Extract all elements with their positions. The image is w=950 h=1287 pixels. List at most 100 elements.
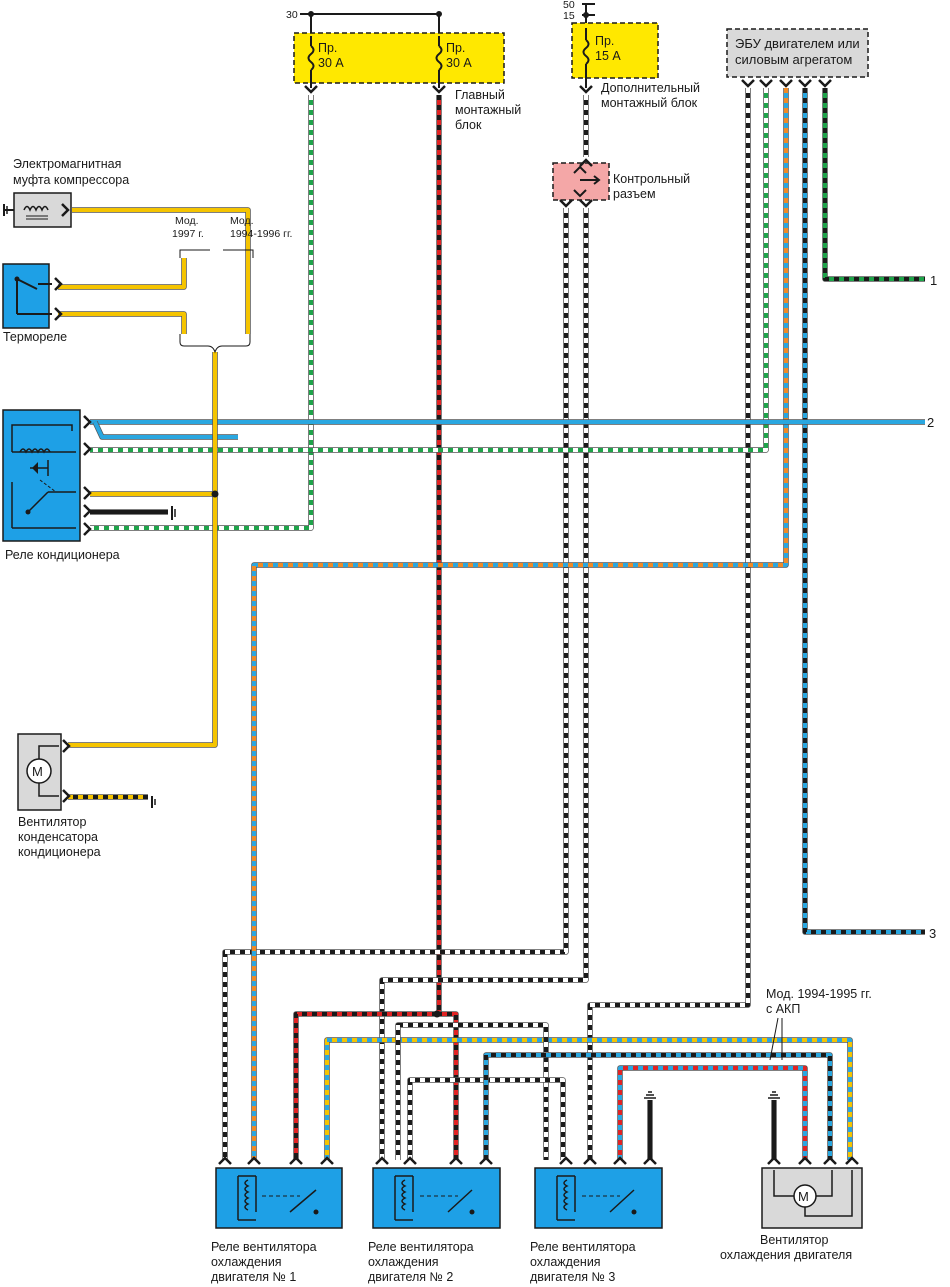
- mod-brace-bottom: [179, 334, 251, 354]
- aux-block-label-2: монтажный блок: [601, 96, 698, 110]
- control-connector-label-1: Контрольный: [613, 172, 690, 186]
- relay1-pin-1: [247, 1156, 261, 1165]
- mod-9496-label-1: Мод.: [230, 215, 254, 227]
- fan-relay-1-label-1: Реле вентилятора: [211, 1240, 317, 1254]
- wire-blue-relay2: [483, 1052, 833, 1160]
- wire-ecu-5: [822, 88, 925, 282]
- relay1-pin-2: [289, 1156, 303, 1165]
- ecu-pin-4: [818, 79, 832, 88]
- mod-9496-label-2: 1994-1996 гг.: [230, 228, 292, 240]
- fuse-out-2: [579, 85, 593, 94]
- engine-fan: M: [761, 1167, 863, 1229]
- clutch-label-2: муфта компрессора: [13, 173, 129, 187]
- fan-relay-1-label-2: охлаждения: [211, 1255, 282, 1269]
- fuse-out-0: [304, 85, 318, 94]
- fuse-2-rating-a: Пр.: [446, 41, 465, 55]
- engine-fan-pin-2: [823, 1156, 837, 1165]
- fuse-1-rating-a: Пр.: [318, 41, 337, 55]
- ecu-label-1: ЭБУ двигателем или: [735, 36, 860, 51]
- wire-clutch: [72, 207, 251, 334]
- fan-relay-3-label-3: двигателя № 3: [530, 1270, 615, 1284]
- conn-in: [579, 158, 593, 167]
- wire-yellowblue-top: [324, 1037, 853, 1160]
- ac-relay-coil-icon: [19, 448, 51, 454]
- mod-1997-label-1: Мод.: [175, 215, 199, 227]
- fan-relay-2-switch-icon: [447, 1189, 473, 1213]
- fan-relay-1-switch-icon: [289, 1189, 317, 1213]
- wire-red-relay3: [617, 1065, 808, 1160]
- clutch-coil-icon: [23, 205, 49, 212]
- aux-fuse-block: 50 15 Пр. 15 А: [563, 0, 659, 88]
- condenser-fan-label-3: кондиционера: [18, 845, 101, 859]
- fan-relay-1: [215, 1167, 343, 1229]
- mod-brace-top: [179, 249, 254, 258]
- engine-fan-label-1: Вентилятор: [760, 1233, 828, 1247]
- engine-fan-label-2: охлаждения двигателя: [720, 1248, 852, 1262]
- fan-relay-3-label-2: охлаждения: [530, 1255, 601, 1269]
- mod-9495-label-1: Мод. 1994-1995 гг.: [766, 987, 872, 1001]
- relay3-pin-2: [613, 1156, 627, 1165]
- connector-chevrons: [218, 79, 859, 1165]
- condenser-fan-label-2: конденсатора: [18, 830, 98, 844]
- fan-relay-2-label-2: охлаждения: [368, 1255, 439, 1269]
- wire-yellow-down: [68, 352, 218, 748]
- fan-relay-1-coil-icon: [244, 1179, 250, 1211]
- ac-relay-label: Реле кондиционера: [5, 548, 120, 562]
- wire-arrow: [92, 420, 238, 440]
- compressor-clutch: [3, 192, 72, 228]
- thermo-switch-icon: [16, 278, 38, 290]
- clutch-label-1: Электромагнитная: [13, 157, 121, 171]
- main-fuse-block: Пр. 30 А Пр. 30 А: [293, 32, 505, 88]
- wire-fuse1-green: [90, 95, 314, 531]
- main-block-label-2: монтажный: [455, 103, 521, 117]
- wire-thermo-1: [58, 258, 187, 290]
- condenser-fan-label-1: Вентилятор: [18, 815, 86, 829]
- relay2-pin-0: [375, 1156, 389, 1165]
- relay3-pin-0: [559, 1156, 573, 1165]
- fuse-3-icon: [582, 39, 590, 65]
- ground-icon-0: [644, 1091, 656, 1099]
- engine-fan-motor-icon: M: [798, 1189, 809, 1204]
- mod-1997-label-2: 1997 г.: [172, 228, 204, 240]
- fan-relay-3: [534, 1167, 663, 1229]
- fuse-1-icon: [307, 45, 315, 71]
- ground-icon-1: [768, 1091, 780, 1099]
- fuse-out-1: [432, 85, 446, 94]
- wire-ecu-1: [587, 88, 751, 1160]
- junction-dots: [211, 490, 441, 1018]
- fan-relay-2-label-1: Реле вентилятора: [368, 1240, 474, 1254]
- power-30-label: 30: [286, 9, 298, 21]
- ac-relay: [2, 409, 92, 542]
- control-connector-label-2: разъем: [613, 187, 656, 201]
- power-50-label: 50: [563, 0, 575, 11]
- fuse-3-rating-b: 15 А: [595, 49, 621, 63]
- wire-red-relay1: [293, 1011, 437, 1160]
- relay1-pin-3: [320, 1156, 334, 1165]
- relay1-pin-0: [218, 1156, 232, 1165]
- ecu-block: ЭБУ двигателем или силовым агрегатом: [726, 28, 869, 78]
- relay2-pin-2: [449, 1156, 463, 1165]
- output-2-label: 2: [927, 415, 934, 430]
- control-connector: [552, 162, 610, 201]
- output-3-label: 3: [929, 926, 936, 941]
- power-15-label: 15: [563, 10, 575, 22]
- ecu-label-2: силовым агрегатом: [735, 52, 852, 67]
- power-rail-30: 30: [286, 9, 442, 36]
- wire-conn-left: [222, 208, 569, 1160]
- ecu-pin-2: [779, 79, 793, 88]
- ecu-pin-1: [759, 79, 773, 88]
- mod-9495-label-2: с АКП: [766, 1002, 800, 1016]
- fan-relay-3-coil-icon: [563, 1179, 569, 1211]
- fan-relay-3-switch-icon: [609, 1189, 635, 1213]
- engine-fan-pin-0: [767, 1156, 781, 1165]
- ground-icon: [151, 506, 176, 808]
- engine-fan-pin-3: [845, 1156, 859, 1165]
- wire-conn-right: [379, 208, 589, 1160]
- engine-fan-pin-1: [798, 1156, 812, 1165]
- relay3-pin-1: [583, 1156, 597, 1165]
- main-block-label-3: блок: [455, 118, 482, 132]
- fuse-2-rating-b: 30 А: [446, 56, 472, 70]
- fan-relay-2-coil-icon: [401, 1179, 407, 1211]
- wire-ecu-2: [90, 88, 769, 453]
